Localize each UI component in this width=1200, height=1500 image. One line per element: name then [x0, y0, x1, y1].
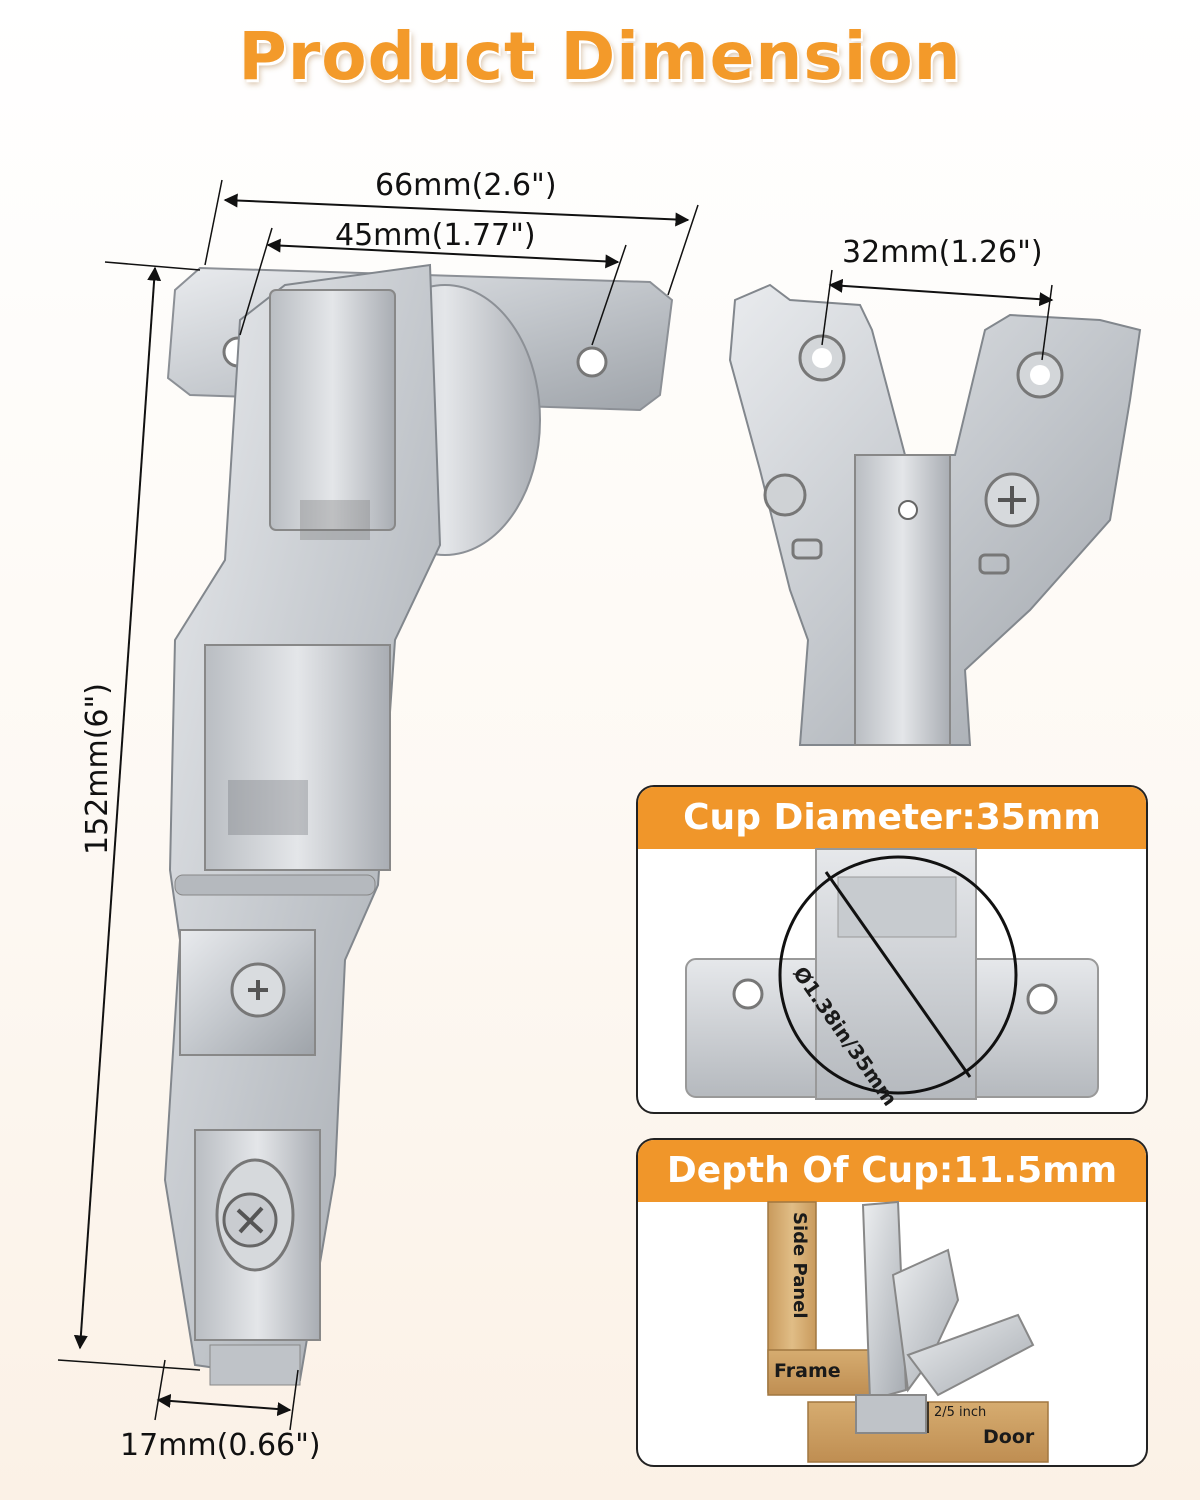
hole-spacing-label: 45mm(1.77") [335, 218, 536, 253]
mounting-plate [728, 283, 1142, 746]
page-title: Product Dimension [238, 18, 962, 95]
cup-diameter-panel: Cup Diameter:35mm Ø1.38in/35mm [636, 785, 1148, 1114]
overall-width-label: 66mm(2.6") [375, 168, 557, 203]
door-label: Door [983, 1426, 1035, 1448]
cup-depth-heading: Depth Of Cup:11.5mm [638, 1140, 1146, 1202]
arm-width-label: 17mm(0.66") [120, 1428, 321, 1463]
cup-depth-panel: Depth Of Cup:11.5mm Side Panel Fram [636, 1138, 1148, 1467]
depth-measure-label: 2/5 inch [934, 1405, 987, 1420]
plate-hole-spacing-label: 32mm(1.26") [842, 235, 1043, 270]
frame-label: Frame [774, 1360, 841, 1382]
cup-diagram [685, 848, 1099, 1100]
cup-depth-diagram [767, 1200, 1049, 1463]
length-label: 152mm(6") [80, 682, 115, 855]
cup-diameter-heading: Cup Diameter:35mm [638, 787, 1146, 849]
side-panel-label: Side Panel [789, 1212, 810, 1319]
hinge-arm [163, 263, 442, 1386]
